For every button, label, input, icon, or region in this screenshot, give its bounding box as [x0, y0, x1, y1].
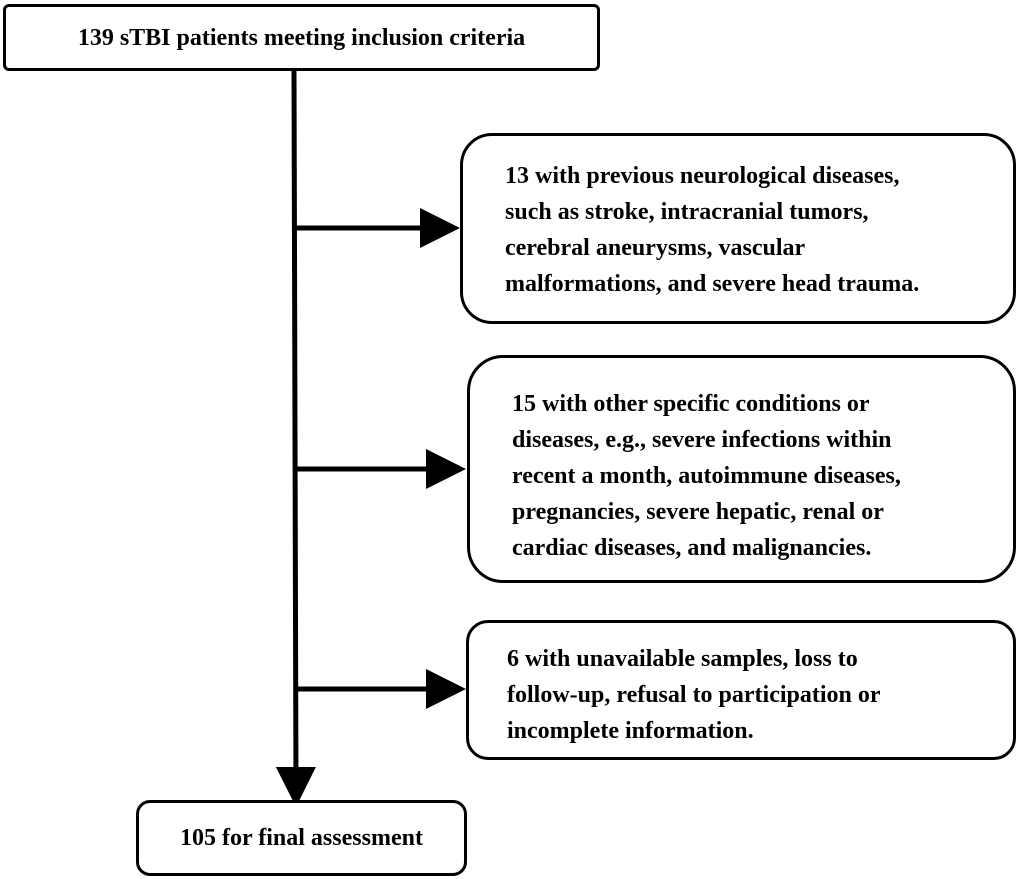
exclusion-box-conditions: 15 with other specific conditions or dis… — [467, 355, 1016, 583]
main-vertical-arrow — [275, 70, 316, 807]
exclusion-box-unavailable: 6 with unavailable samples, loss to foll… — [466, 620, 1016, 760]
exclusion-1-line-3: cerebral aneurysms, vascular — [505, 235, 806, 261]
exclusion-2-line-2: diseases, e.g., severe infections within — [512, 427, 892, 453]
exclusion-1-line-2: such as stroke, intracranial tumors, — [505, 199, 869, 225]
exclusion-1-line-1: 13 with previous neurological diseases, — [505, 163, 900, 189]
exclusion-3-line-2: follow-up, refusal to participation or — [507, 682, 881, 708]
exclusion-box-neurological: 13 with previous neurological diseases, … — [460, 133, 1016, 324]
exclusion-2-line-4: pregnancies, severe hepatic, renal or — [512, 499, 884, 525]
inclusion-text: 139 sTBI patients meeting inclusion crit… — [77, 24, 526, 51]
exclusion-1-line-4: malformations, and severe head trauma. — [505, 271, 920, 297]
final-assessment-box: 105 for final assessment — [136, 800, 467, 876]
exclusion-2-line-3: recent a month, autoimmune diseases, — [512, 463, 901, 489]
exclusion-2-line-1: 15 with other specific conditions or — [512, 391, 870, 417]
exclusion-2-line-5: cardiac diseases, and malignancies. — [512, 535, 872, 561]
exclusion-3-line-1: 6 with unavailable samples, loss to — [507, 646, 858, 672]
inclusion-box: 139 sTBI patients meeting inclusion crit… — [3, 4, 600, 71]
final-assessment-text: 105 for final assessment — [180, 825, 423, 851]
exclusion-3-line-3: incomplete information. — [507, 718, 754, 744]
